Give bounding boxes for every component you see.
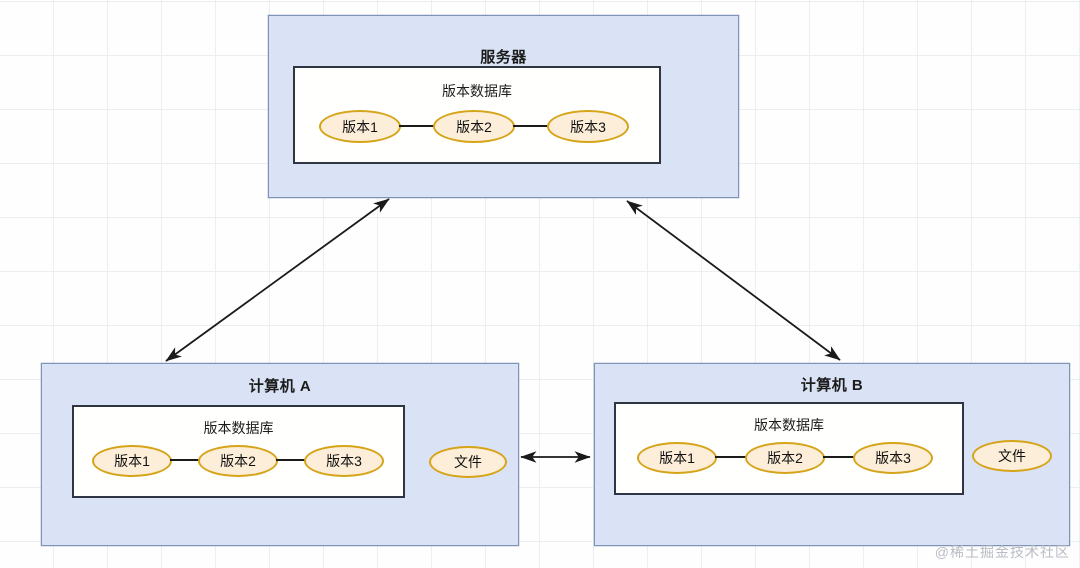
computer-b-box[interactable]: 计算机 B 版本数据库 版本1 版本2 版本3 文件 (594, 363, 1070, 546)
server-box[interactable]: 服务器 版本数据库 版本1 版本2 版本3 (268, 15, 739, 198)
server-version-database[interactable]: 版本数据库 版本1 版本2 版本3 (293, 66, 661, 164)
computer-b-version-database[interactable]: 版本数据库 版本1 版本2 版本3 (614, 402, 964, 495)
computer-b-version-2[interactable]: 版本2 (745, 442, 825, 474)
computer-b-title: 计算机 B (800, 377, 864, 394)
server-chain-2-3 (513, 125, 549, 127)
computer-a-chain-1-2 (170, 459, 200, 461)
server-version-2[interactable]: 版本2 (433, 110, 515, 143)
computer-b-version-1[interactable]: 版本1 (637, 442, 717, 474)
computer-a-version-2[interactable]: 版本2 (198, 445, 278, 477)
computer-a-box[interactable]: 计算机 A 版本数据库 版本1 版本2 版本3 文件 (41, 363, 519, 546)
computer-a-title: 计算机 A (248, 378, 312, 395)
computer-a-version-3[interactable]: 版本3 (304, 445, 384, 477)
watermark: @稀土掘金技术社区 (934, 544, 1070, 560)
computer-a-db-title: 版本数据库 (203, 420, 274, 436)
server-chain-1-2 (399, 125, 435, 127)
computer-a-version-1[interactable]: 版本1 (92, 445, 172, 477)
computer-a-file[interactable]: 文件 (429, 446, 507, 478)
server-version-3[interactable]: 版本3 (547, 110, 629, 143)
computer-a-chain-2-3 (276, 459, 306, 461)
computer-b-version-3[interactable]: 版本3 (853, 442, 933, 474)
server-title: 服务器 (480, 49, 527, 66)
arrow-server-computer-b (626, 200, 841, 361)
computer-a-version-database[interactable]: 版本数据库 版本1 版本2 版本3 (72, 405, 405, 498)
computer-b-file[interactable]: 文件 (972, 440, 1052, 472)
computer-b-db-title: 版本数据库 (754, 417, 824, 433)
server-version-1[interactable]: 版本1 (319, 110, 401, 143)
server-db-title: 版本数据库 (442, 83, 512, 99)
arrow-server-computer-a (165, 198, 390, 362)
computer-b-chain-1-2 (715, 456, 747, 458)
computer-b-chain-2-3 (823, 456, 855, 458)
